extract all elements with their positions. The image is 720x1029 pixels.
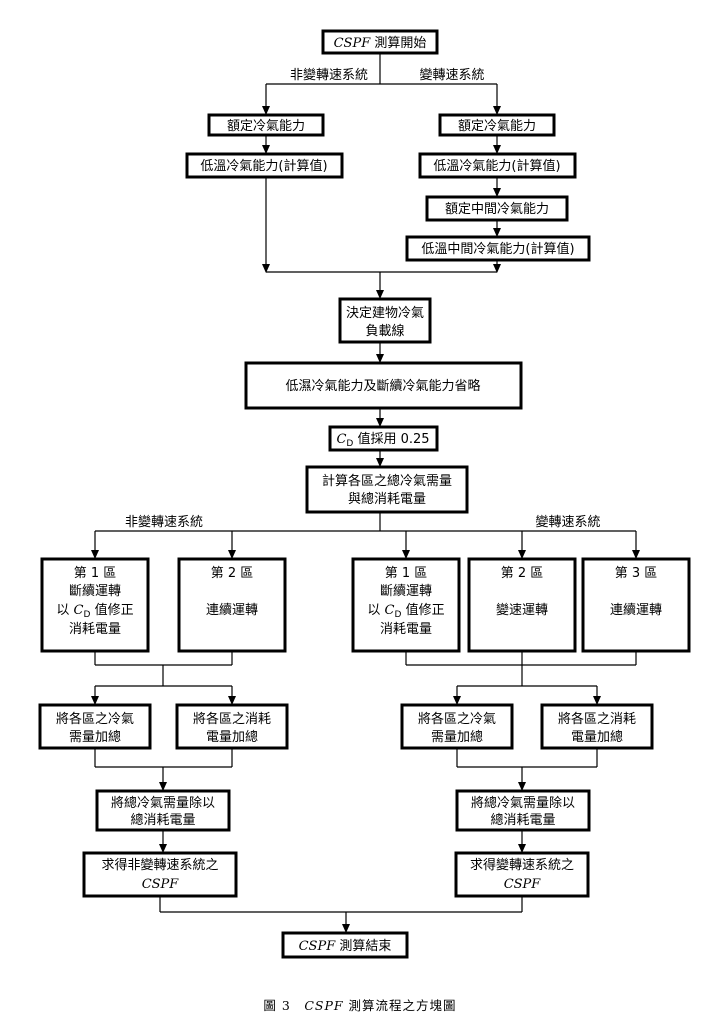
var-sum-cool-line1: 將各區之冷氣 (418, 711, 496, 727)
var-sum-power-box (540, 703, 654, 750)
connectors (94, 53, 637, 932)
var-low-temp-box (418, 152, 577, 179)
var-divide-box (455, 789, 591, 832)
fixed-sum-cool-box (38, 703, 152, 750)
fixed-result-box (82, 851, 238, 898)
fixed-low-temp-box (185, 152, 344, 179)
fixed-sum-power-line1: 將各區之消耗 (193, 711, 271, 727)
start-box (321, 29, 439, 55)
var-zone2-title: 第 2 區 (501, 566, 544, 581)
var-zone2-box (467, 557, 577, 653)
fixed-result-line1: 求得非變轉速系統之 (101, 857, 218, 873)
var-zone3-box (581, 557, 691, 653)
end-text: CSPF 測算結束 (299, 939, 392, 954)
var-sum-cool-line2: 需量加總 (431, 729, 483, 745)
var-sum-cool-box (400, 703, 514, 750)
var-low-temp-text: 低溫冷氣能力(計算值) (433, 158, 560, 174)
building-load-line2: 負載線 (365, 323, 404, 339)
var-low-temp-mid-box (405, 235, 591, 262)
var-divide-line2: 總消耗電量 (490, 812, 555, 828)
fixed-zone1-correct: 以 CD 值修正 (56, 602, 133, 620)
var-zone1-intermittent: 斷續運轉 (380, 584, 432, 599)
fixed-divide-box (95, 789, 231, 832)
fixed-sum-power-box (175, 703, 289, 750)
var-low-temp-mid-text: 低溫中間冷氣能力(計算值) (421, 241, 574, 257)
figure-caption: 圖 3 CSPF 測算流程之方塊圖 (263, 998, 456, 1013)
var-zone3-mode: 連續運轉 (610, 603, 662, 618)
fixed-sum-cool-line2: 需量加總 (69, 729, 121, 745)
var-rated-box (438, 113, 556, 137)
var-result-line2: CSPF (504, 877, 542, 892)
omit-box (244, 361, 523, 410)
var-sum-power-line2: 電量加總 (571, 729, 623, 745)
var-result-line1: 求得變轉速系統之 (470, 857, 574, 873)
var-zone3-title: 第 3 區 (615, 566, 658, 581)
var-zone1-box (351, 557, 461, 653)
var-result-box (454, 851, 590, 898)
end-box (281, 931, 409, 959)
fixed-zone1-intermittent: 斷續運轉 (69, 584, 121, 599)
fixed-zone2-box (177, 557, 287, 653)
var-zone1-correct: 以 CD 值修正 (367, 602, 444, 620)
compute-line2: 與總消耗電量 (348, 491, 426, 507)
branch-label-top-left: 非變轉速系統 (290, 67, 368, 83)
fixed-rated-text: 額定冷氣能力 (227, 119, 305, 134)
branch-label-mid-right: 變轉速系統 (535, 514, 600, 530)
fixed-divide-line2: 總消耗電量 (130, 812, 195, 828)
fixed-zone2-mode: 連續運轉 (206, 603, 258, 618)
arrowheads (91, 106, 640, 933)
compute-box (305, 465, 469, 514)
building-load-line1: 決定建物冷氣 (346, 306, 424, 321)
var-sum-power-line1: 將各區之消耗 (558, 711, 636, 727)
start-text: CSPF 測算開始 (334, 36, 427, 51)
var-rated-mid-text: 額定中間冷氣能力 (445, 202, 549, 217)
fixed-zone1-box (40, 557, 150, 653)
fixed-divide-line1: 將總冷氣需量除以 (111, 795, 215, 811)
var-zone1-power: 消耗電量 (380, 622, 432, 637)
var-rated-mid-box (425, 195, 569, 222)
branch-label-mid-left: 非變轉速系統 (125, 514, 203, 530)
cd-box (328, 425, 439, 452)
compute-line1: 計算各區之總冷氣需量 (322, 473, 452, 489)
var-zone2-mode: 變速運轉 (496, 602, 548, 618)
var-rated-text: 額定冷氣能力 (458, 119, 536, 134)
fixed-sum-power-line2: 電量加總 (206, 729, 258, 745)
fixed-zone1-title: 第 1 區 (74, 566, 117, 581)
cd-text: CD 值採用 0.25 (336, 431, 429, 449)
fixed-rated-box (207, 113, 325, 137)
fixed-zone1-power: 消耗電量 (69, 622, 121, 637)
var-zone1-title: 第 1 區 (385, 566, 428, 581)
fixed-low-temp-text: 低溫冷氣能力(計算值) (200, 158, 327, 174)
fixed-zone2-title: 第 2 區 (211, 566, 254, 581)
omit-text: 低濕冷氣能力及斷續冷氣能力省略 (285, 378, 480, 394)
building-load-box (338, 297, 432, 344)
var-divide-line1: 將總冷氣需量除以 (471, 795, 575, 811)
fixed-sum-cool-line1: 將各區之冷氣 (56, 711, 134, 727)
branch-label-top-right: 變轉速系統 (419, 67, 484, 83)
fixed-result-line2: CSPF (142, 877, 180, 892)
